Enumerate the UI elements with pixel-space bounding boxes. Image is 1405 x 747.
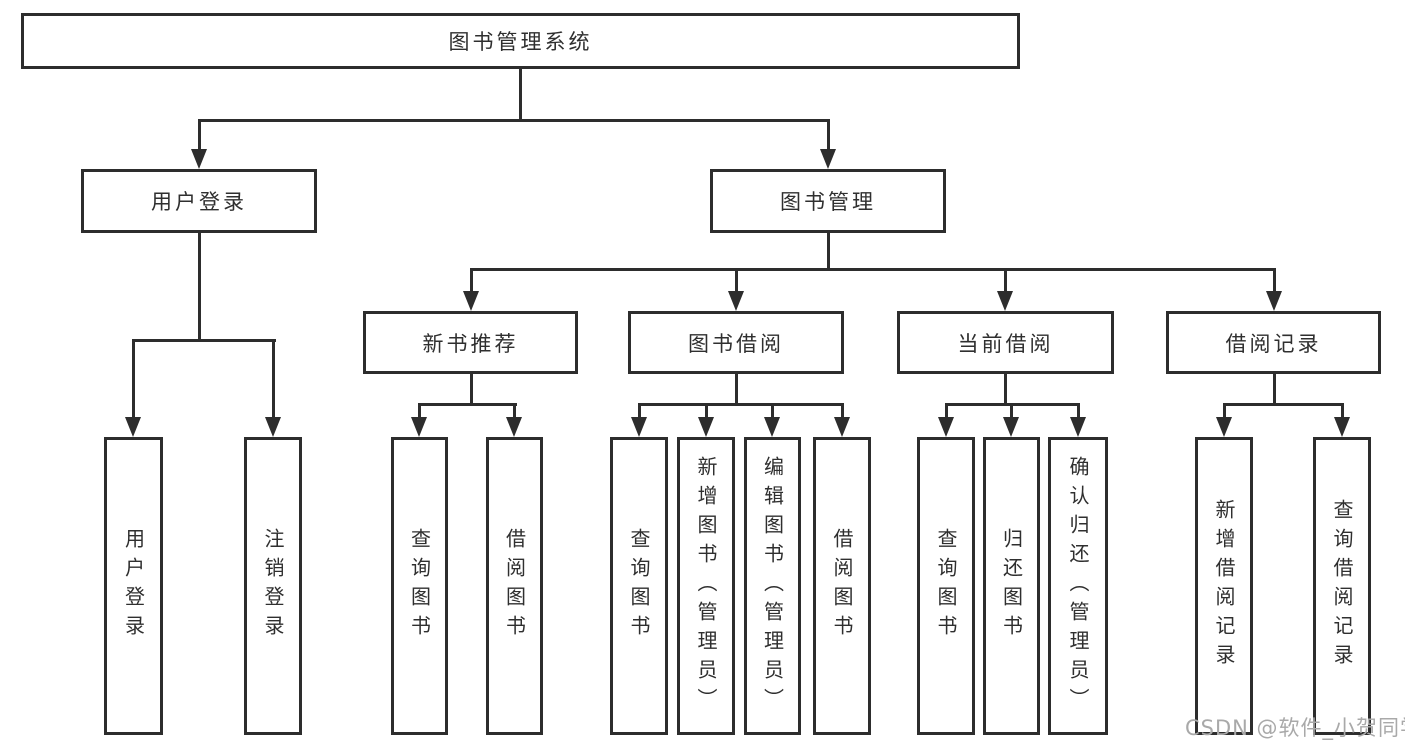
arrowhead-book-borrow — [728, 291, 744, 311]
connector-current-borrow-stub — [1003, 374, 1007, 406]
leaf-nb-borrow-books: 借阅图书 — [486, 437, 543, 735]
arrowhead-borrow-records — [1266, 291, 1282, 311]
connector-drop-current-borrow — [1003, 268, 1007, 292]
node-root-library-system: 图书管理系统 — [21, 13, 1020, 69]
connector-drop-book-borrow — [734, 268, 738, 292]
arrowhead-new-book-rec — [463, 291, 479, 311]
node-borrow-records: 借阅记录 — [1166, 311, 1381, 374]
connector-book-mgmt-stub — [826, 233, 830, 271]
leaf-bb-edit-books-admin-label: 编辑图书（管理员） — [760, 455, 785, 717]
connector-new-book-rec-bus — [418, 403, 517, 406]
arrowhead-cb-return — [1003, 417, 1019, 437]
connector-drop-ul-user-login — [132, 339, 135, 417]
leaf-br-query-record: 查询借阅记录 — [1313, 437, 1371, 735]
arrowhead-bb-edit — [764, 417, 780, 437]
connector-drop-book-mgmt — [826, 119, 830, 150]
node-current-borrow: 当前借阅 — [897, 311, 1114, 374]
arrowhead-ul-logout — [265, 417, 281, 437]
arrowhead-nb-borrow — [506, 417, 522, 437]
connector-drop-new-book-rec — [469, 268, 473, 292]
connector-drop-br-query — [1340, 403, 1344, 419]
arrowhead-br-add — [1216, 417, 1232, 437]
connector-borrow-records-bus — [1222, 403, 1344, 406]
connector-drop-borrow-records — [1272, 268, 1276, 292]
node-user-login: 用户登录 — [81, 169, 317, 233]
connector-user-login-stub — [197, 233, 201, 340]
arrowhead-br-query — [1334, 417, 1350, 437]
connector-drop-cb-query — [944, 403, 948, 419]
node-book-borrow-label: 图书借阅 — [688, 331, 784, 356]
leaf-bb-edit-books-admin: 编辑图书（管理员） — [744, 437, 801, 735]
arrowhead-bb-add — [698, 417, 714, 437]
leaf-br-add-record-label: 新增借阅记录 — [1212, 499, 1236, 673]
leaf-cb-return-books: 归还图书 — [983, 437, 1040, 735]
leaf-br-add-record: 新增借阅记录 — [1195, 437, 1253, 735]
leaf-cb-confirm-return-admin: 确认归还（管理员） — [1048, 437, 1108, 735]
node-current-borrow-label: 当前借阅 — [957, 331, 1054, 356]
leaf-cb-query-books-label: 查询图书 — [934, 528, 958, 644]
connector-drop-bb-edit — [771, 403, 774, 419]
leaf-ul-logout-label: 注销登录 — [261, 528, 285, 644]
arrowhead-bb-query — [631, 417, 647, 437]
leaf-bb-add-books-admin-label: 新增图书（管理员） — [694, 455, 718, 717]
arrowhead-book-mgmt — [820, 149, 836, 169]
connector-drop-nb-borrow — [513, 403, 516, 419]
connector-drop-bb-query — [637, 403, 641, 419]
node-user-login-label: 用户登录 — [151, 190, 247, 214]
node-book-borrow: 图书借阅 — [628, 311, 844, 374]
connector-drop-br-add — [1222, 403, 1226, 419]
leaf-cb-return-books-label: 归还图书 — [999, 528, 1024, 644]
arrowhead-user-login — [191, 149, 207, 169]
leaf-ul-logout: 注销登录 — [244, 437, 302, 735]
connector-drop-ul-logout — [271, 339, 275, 417]
leaf-bb-borrow-books-label: 借阅图书 — [830, 528, 854, 644]
node-book-mgmt-label: 图书管理 — [780, 190, 876, 214]
csdn-watermark: CSDN @软件_小贺同学 — [1185, 716, 1405, 740]
connector-new-book-rec-stub — [469, 374, 473, 406]
arrowhead-current-borrow — [997, 291, 1013, 311]
connector-user-login-bus — [132, 339, 276, 342]
leaf-br-query-record-label: 查询借阅记录 — [1330, 499, 1354, 673]
arrowhead-ul-user-login — [125, 417, 141, 437]
node-borrow-records-label: 借阅记录 — [1225, 331, 1322, 356]
leaf-nb-borrow-books-label: 借阅图书 — [502, 528, 527, 644]
connector-book-borrow-bus — [637, 403, 844, 406]
arrowhead-cb-query — [938, 417, 954, 437]
leaf-nb-query-books: 查询图书 — [391, 437, 448, 735]
arrowhead-bb-borrow — [834, 417, 850, 437]
connector-drop-cb-confirm — [1076, 403, 1080, 419]
connector-book-mgmt-bus — [469, 268, 1276, 271]
connector-root-bus — [197, 119, 830, 122]
leaf-bb-query-books: 查询图书 — [610, 437, 668, 735]
node-new-book-rec-label: 新书推荐 — [422, 331, 519, 356]
connector-drop-bb-borrow — [840, 403, 844, 419]
connector-root-stub — [519, 69, 522, 119]
leaf-ul-user-login: 用户登录 — [104, 437, 163, 735]
leaf-ul-user-login-label: 用户登录 — [121, 528, 146, 644]
leaf-bb-add-books-admin: 新增图书（管理员） — [677, 437, 735, 735]
leaf-nb-query-books-label: 查询图书 — [407, 528, 432, 644]
connector-book-borrow-stub — [734, 374, 738, 406]
arrowhead-nb-query — [411, 417, 427, 437]
leaf-bb-query-books-label: 查询图书 — [627, 528, 651, 644]
connector-drop-cb-return — [1010, 403, 1013, 419]
connector-drop-user-login — [197, 119, 201, 150]
connector-drop-nb-query — [418, 403, 421, 419]
arrowhead-cb-confirm — [1070, 417, 1086, 437]
connector-drop-bb-add — [704, 403, 708, 419]
leaf-cb-confirm-return-admin-label: 确认归还（管理员） — [1066, 455, 1090, 717]
leaf-cb-query-books: 查询图书 — [917, 437, 975, 735]
leaf-bb-borrow-books: 借阅图书 — [813, 437, 871, 735]
node-book-mgmt: 图书管理 — [710, 169, 946, 233]
connector-borrow-records-stub — [1272, 374, 1276, 406]
node-root-label: 图书管理系统 — [448, 30, 593, 54]
node-new-book-rec: 新书推荐 — [363, 311, 578, 374]
